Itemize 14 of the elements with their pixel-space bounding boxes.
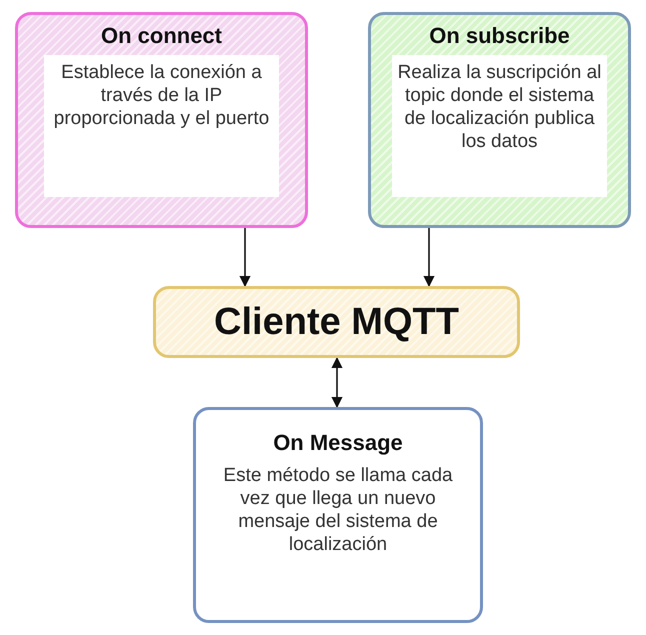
arrow <box>423 228 435 288</box>
node-description: Este método se llama cada vez que llega un nuevo mensaje del sistema de localización <box>222 464 454 557</box>
node-description: Realiza la suscripción al topic donde el sistema de localización publica los datos <box>392 55 607 197</box>
node-title: On connect <box>100 22 222 49</box>
arrow <box>331 356 343 408</box>
node-description: Establece la conexión a través de la IP proporcionada y el puerto <box>44 55 279 197</box>
event-box <box>15 12 308 228</box>
event-box <box>368 12 631 228</box>
client-box <box>153 286 520 358</box>
node-title: Cliente MQTT <box>214 300 459 344</box>
node-title: On Message <box>273 429 403 456</box>
node-title: On subscribe <box>429 22 570 49</box>
event-box <box>193 407 483 623</box>
arrow <box>239 228 251 288</box>
